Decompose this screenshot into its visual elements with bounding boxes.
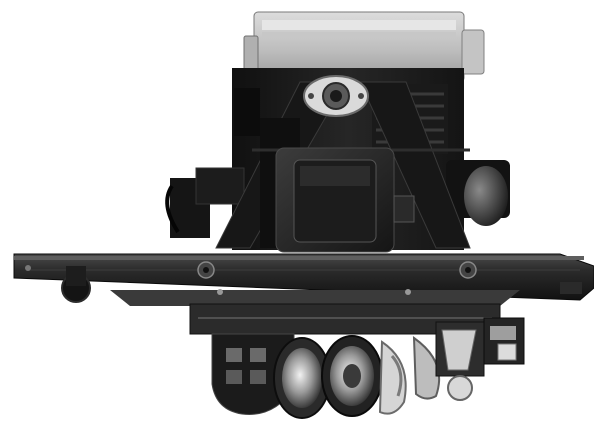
bottom-right-mechanism [435,317,525,401]
horizontal-rail [13,253,594,303]
central-hub [303,75,369,117]
center-block [275,147,415,253]
lower-plate [110,289,520,335]
bottom-left-housing [211,333,295,415]
lens-assembly [273,335,441,419]
